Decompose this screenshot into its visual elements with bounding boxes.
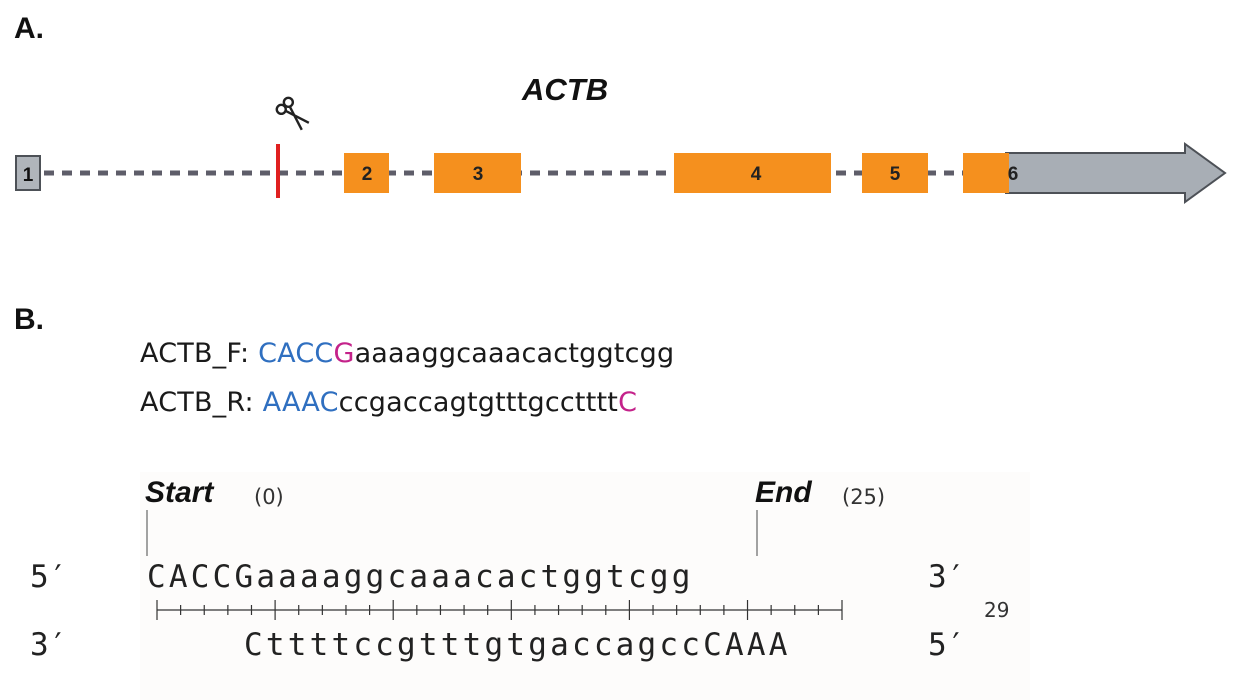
gene-name: ACTB [522, 72, 609, 107]
oligo-duplex-panel [140, 472, 1030, 700]
top-strand-5prime: 5′ [30, 559, 68, 595]
primer-sequence: aaaaggcaaacactggtcgg [354, 338, 675, 369]
exon-6 [963, 153, 1009, 193]
start-label: Start [145, 476, 214, 509]
exon-6-label: 6 [1008, 164, 1019, 185]
exon-4 [674, 153, 831, 193]
gene-structure-diagram: 1 2 3 4 5 6 [15, 96, 1227, 204]
primer-extra-base: G [333, 338, 355, 369]
top-strand-3prime: 3′ [928, 559, 966, 595]
primer-adapter: CACC [258, 338, 334, 369]
exon-1-label: 1 [23, 165, 34, 186]
exon-5-label: 5 [890, 164, 901, 185]
top-strand-sequence: CACCGaaaaggcaaacactggtcgg [147, 559, 694, 595]
panel-b-label: B. [14, 303, 44, 336]
exon-3 [434, 153, 521, 193]
primer-adapter: AAAC [262, 387, 339, 418]
exon-3-label: 3 [473, 164, 484, 185]
primer-sequence: ccgaccagtgtttgcctttt [338, 387, 619, 418]
primer-name: ACTB_F: [140, 338, 259, 369]
scissors-icon [275, 96, 310, 131]
exon-5 [862, 153, 928, 193]
bottom-strand-3prime: 3′ [30, 627, 68, 663]
bottom-strand-sequence: CttttccgtttgtgaccagccCAAA [244, 627, 791, 663]
exon-1 [15, 155, 41, 191]
forward-primer: ACTB_F: CACCGaaaaggcaaacactggtcgg [140, 338, 674, 369]
utr-arrow [1005, 142, 1227, 204]
panel-a-label: A. [14, 12, 44, 45]
position-ruler [156, 600, 843, 620]
end-label: End [755, 476, 812, 509]
exon-2-label: 2 [362, 164, 373, 185]
reverse-primer: ACTB_R: AAACccgaccagtgtttgccttttC [140, 387, 637, 418]
exon-2 [344, 153, 389, 193]
exon-4-label: 4 [751, 164, 762, 185]
start-value: (0) [254, 485, 284, 509]
primer-name: ACTB_R: [140, 387, 263, 418]
duplex-length: 29 [984, 598, 1010, 622]
bottom-strand-5prime: 5′ [928, 627, 966, 663]
primer-tail-base: C [618, 387, 638, 418]
end-value: (25) [842, 485, 886, 509]
